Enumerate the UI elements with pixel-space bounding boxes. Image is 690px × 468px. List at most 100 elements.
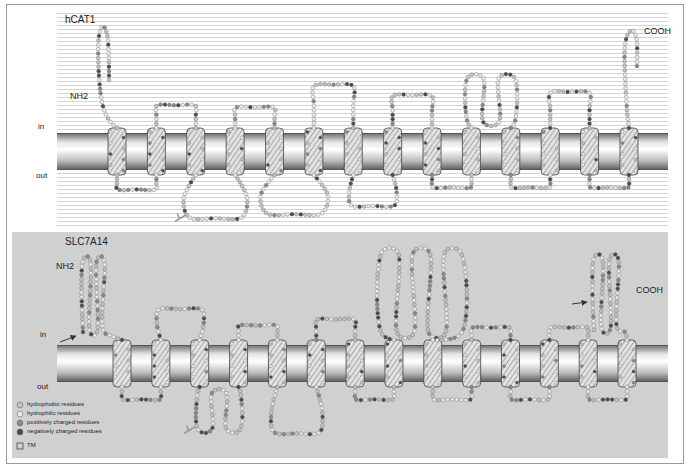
residue-dot xyxy=(240,420,244,424)
residue-dot xyxy=(600,296,604,300)
residue-dot xyxy=(623,82,627,86)
helix-residue xyxy=(122,169,125,172)
residue-dot xyxy=(485,326,489,330)
residue-dot xyxy=(592,186,596,190)
residue-dot xyxy=(101,324,105,328)
chain-guide xyxy=(156,105,197,128)
helix-residue xyxy=(269,342,272,345)
helix-residue xyxy=(476,147,479,150)
residue-dot xyxy=(240,402,244,406)
tm-helix xyxy=(344,128,362,175)
helix-residue xyxy=(398,158,401,161)
helix-residue xyxy=(515,359,518,362)
residue-dot xyxy=(98,82,102,86)
residue-dot xyxy=(608,258,612,262)
residue-dot xyxy=(87,306,91,310)
residue-dot xyxy=(548,113,552,117)
residue-dot xyxy=(101,302,105,306)
helix-residue xyxy=(201,158,204,161)
helix-residue xyxy=(227,130,230,133)
residue-dot xyxy=(277,213,281,217)
residue-dot xyxy=(396,284,400,288)
residue-dot xyxy=(435,338,439,342)
residue-dot xyxy=(345,82,349,86)
residue-dot xyxy=(470,394,474,398)
residue-dot xyxy=(392,394,396,398)
residue-dot xyxy=(607,262,611,266)
residue-dot xyxy=(89,284,93,288)
helix-residue xyxy=(463,163,466,166)
residue-dot xyxy=(571,326,575,330)
residue-dot xyxy=(497,94,501,98)
helix-residue xyxy=(109,141,112,144)
tm-helix xyxy=(502,340,520,387)
residue-dot xyxy=(432,398,436,402)
residue-dot xyxy=(210,409,214,413)
tm-helix xyxy=(384,128,402,175)
residue-dot xyxy=(625,390,629,394)
residue-dot xyxy=(509,185,513,189)
residue-dot xyxy=(312,432,316,436)
residue-dot xyxy=(635,46,639,50)
residue-dot xyxy=(406,93,410,97)
residue-dot xyxy=(318,180,322,184)
residue-dot xyxy=(537,398,541,402)
residue-dot xyxy=(312,113,316,117)
residue-dot xyxy=(80,264,84,268)
residue-dot xyxy=(610,398,614,402)
residue-dot xyxy=(402,93,406,97)
residue-dot xyxy=(496,85,500,89)
residue-dot xyxy=(89,276,93,280)
residue-dot xyxy=(390,104,394,108)
helix-residue xyxy=(148,163,151,166)
helix-residue xyxy=(308,364,311,367)
residue-dot xyxy=(424,92,428,96)
residue-dot xyxy=(426,314,430,318)
loop-chain xyxy=(547,89,593,130)
residue-dot xyxy=(351,117,355,121)
residue-dot xyxy=(143,188,147,192)
residue-dot xyxy=(194,420,198,424)
residue-dot xyxy=(334,318,338,322)
residue-dot xyxy=(548,91,552,95)
helix-residue xyxy=(580,375,583,378)
residue-dot xyxy=(591,266,595,270)
residue-dot xyxy=(410,268,414,272)
topology-label: COOH xyxy=(636,285,663,295)
helix-residue xyxy=(541,364,544,367)
tm-helix xyxy=(541,128,559,175)
residue-dot xyxy=(553,325,557,329)
residue-dot xyxy=(376,316,380,320)
residue-dot xyxy=(588,113,592,117)
residue-dot xyxy=(82,256,86,260)
residue-dot xyxy=(609,319,613,323)
helix-residue xyxy=(515,370,518,373)
residue-dot xyxy=(235,217,239,221)
helix-residue xyxy=(153,353,156,356)
residue-dot xyxy=(205,217,209,221)
residue-dot xyxy=(444,307,448,311)
residue-dot xyxy=(352,99,356,103)
residue-dot xyxy=(443,186,447,190)
residue-dot xyxy=(316,389,320,393)
residue-dot xyxy=(240,415,244,419)
residue-dot xyxy=(535,186,539,190)
residue-dot xyxy=(312,122,316,126)
residue-dot xyxy=(239,398,243,402)
residue-dot xyxy=(196,428,200,432)
residue-dot xyxy=(94,277,98,281)
helix-residue xyxy=(503,130,506,133)
residue-dot xyxy=(349,182,353,186)
helix-residue xyxy=(541,353,544,356)
residue-dot xyxy=(557,89,561,93)
residue-dot xyxy=(470,385,474,389)
helix-residue xyxy=(464,342,467,345)
residue-dot xyxy=(497,77,501,81)
helix-residue xyxy=(161,136,164,139)
residue-dot xyxy=(514,398,518,402)
residue-dot xyxy=(481,103,485,107)
residue-dot xyxy=(351,108,355,112)
residue-dot xyxy=(476,325,480,329)
residue-dot xyxy=(431,338,435,342)
helix-residue xyxy=(192,364,195,367)
